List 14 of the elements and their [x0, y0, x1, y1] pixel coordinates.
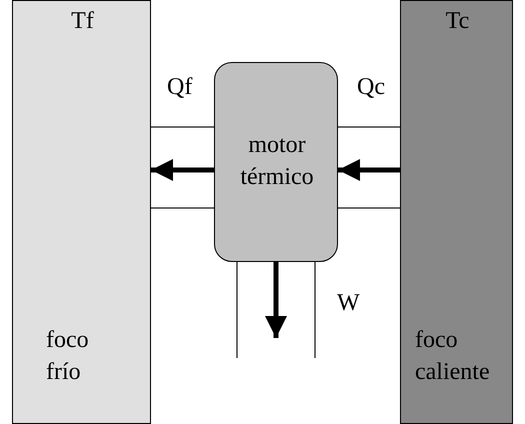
temperature-label: Tf: [70, 7, 95, 36]
channel-line: [150, 126, 214, 128]
arrow: [338, 159, 400, 181]
channel-line: [338, 126, 400, 128]
node-label: foco frío: [46, 326, 90, 388]
node-label: motor térmico: [239, 131, 315, 192]
temperature-label: Tc: [444, 7, 470, 36]
engine-box: [214, 62, 338, 262]
quantity-label: Qf: [165, 74, 194, 100]
arrow: [151, 159, 214, 181]
node-label: foco caliente: [415, 326, 491, 388]
cold-reservoir: [12, 0, 151, 424]
hot-reservoir: [400, 0, 513, 424]
arrow: [265, 262, 287, 338]
